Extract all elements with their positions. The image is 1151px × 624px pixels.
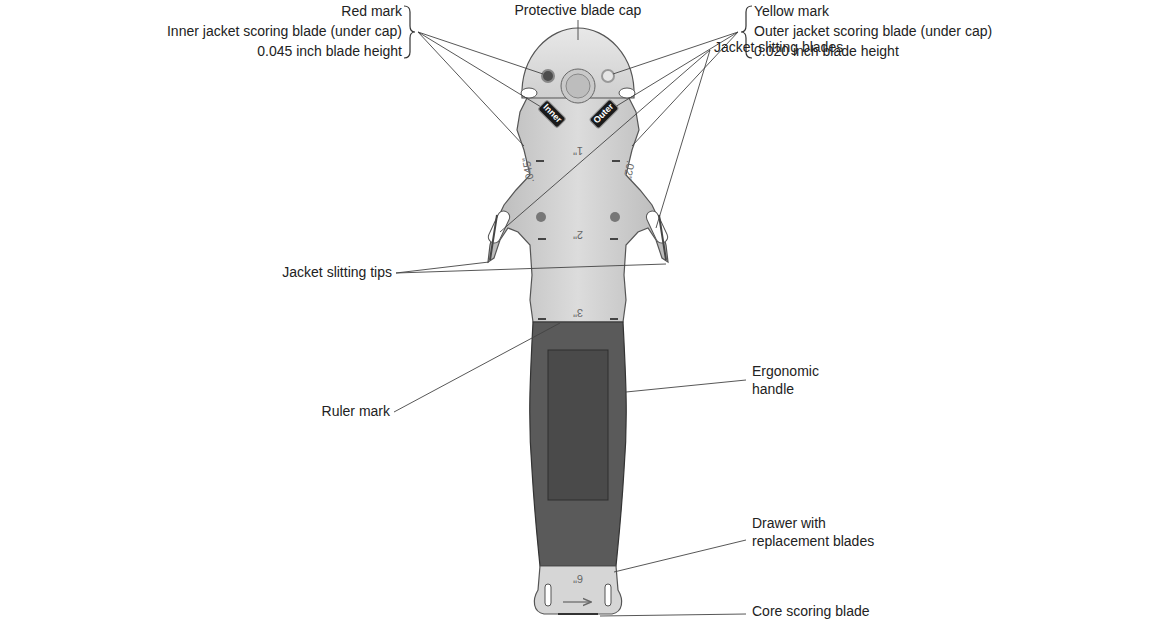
grip-panel (548, 350, 608, 500)
part-name: Ergonomic handle (752, 363, 832, 398)
red-mark (542, 70, 554, 82)
leader-lines (394, 20, 746, 616)
hole (610, 212, 620, 222)
bracket (404, 6, 415, 58)
drawer (534, 566, 621, 614)
part-name: Jacket slitting blades (714, 39, 843, 57)
part-name: Protective blade cap (515, 2, 642, 20)
blade-slot (486, 209, 511, 245)
part-name: Outer jacket scoring blade (under cap) (754, 23, 992, 41)
part-name: Core scoring blade (752, 603, 870, 621)
direction-arrow (563, 601, 590, 602)
handle (530, 322, 626, 566)
ruler-number: 3" (573, 305, 583, 319)
ruler-number: 6" (573, 571, 583, 585)
slitting-blade (490, 215, 497, 260)
part-name: Red mark (341, 3, 402, 21)
ruler-number: 2" (573, 227, 583, 241)
cap-button (566, 74, 590, 98)
core-blade (558, 613, 598, 615)
yellow-mark (602, 70, 614, 82)
ruler-ticks (536, 160, 620, 320)
ruler-number: .02" (620, 159, 637, 180)
metal-body (488, 96, 668, 322)
dimension: 0.045 inch blade height (257, 43, 402, 61)
drawer-slot (545, 584, 551, 606)
cap-button (561, 69, 595, 103)
blade-slot (644, 209, 669, 245)
hole (536, 212, 546, 222)
part-name: Jacket slitting tips (282, 264, 392, 282)
part-name: Yellow mark (754, 3, 829, 21)
part-name: Drawer with replacement blades (752, 515, 882, 550)
slitting-blade (659, 215, 666, 260)
part-name: Inner jacket scoring blade (under cap) (167, 23, 402, 41)
ruler-number: 1" (573, 143, 583, 157)
part-name: Ruler mark (322, 403, 390, 421)
drawer-slot (605, 584, 611, 606)
